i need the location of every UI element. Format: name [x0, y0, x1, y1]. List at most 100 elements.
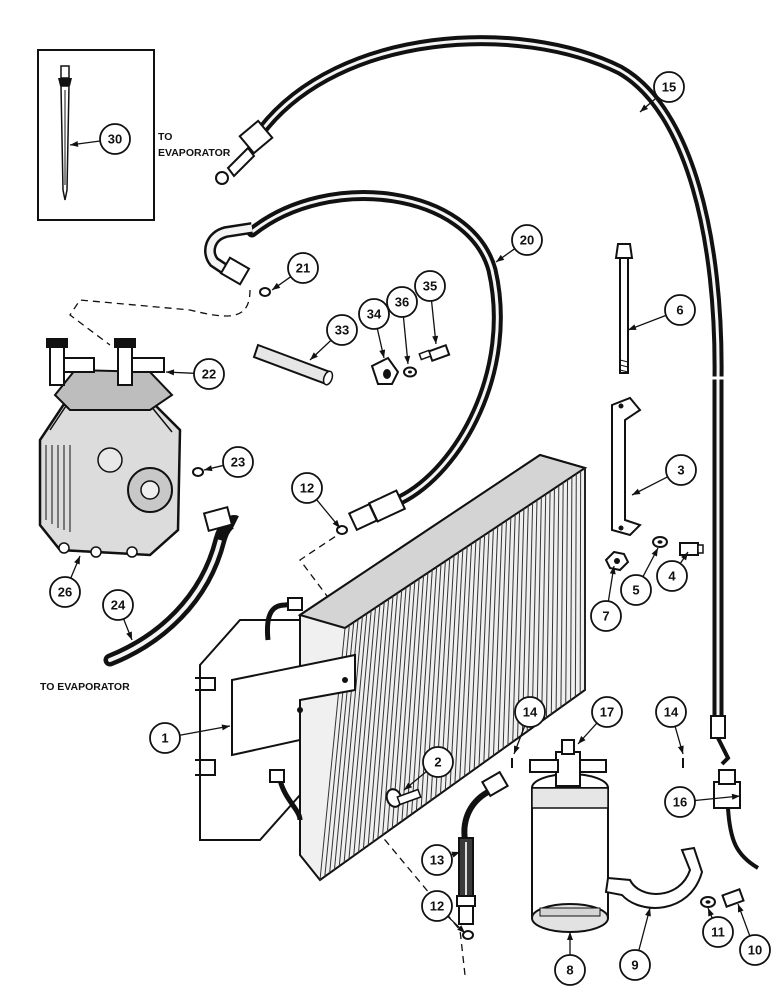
callout-number: 22 — [202, 367, 216, 382]
callout-circle — [664, 786, 696, 818]
callout-5: 5 — [620, 547, 659, 606]
callout-number: 6 — [676, 303, 683, 318]
callout-circle — [287, 252, 319, 284]
callout-number: 26 — [58, 585, 72, 600]
callout-number: 24 — [111, 598, 126, 613]
to-evaporator-top-label: TO EVAPORATOR — [158, 131, 231, 159]
callout-arrowhead — [404, 355, 411, 364]
o-ring-12-lower — [462, 930, 474, 940]
callout-number: 15 — [662, 80, 676, 95]
callout-circle — [656, 560, 688, 592]
bolt-6 — [614, 243, 634, 374]
compressor-valves — [46, 338, 165, 386]
callout-number: 1 — [161, 731, 168, 746]
washer-11 — [700, 896, 716, 908]
callout-circle — [511, 224, 543, 256]
drier-top-fitting — [529, 739, 607, 787]
callout-number: 13 — [430, 853, 444, 868]
callout-circle — [665, 454, 697, 486]
callout-14: 14 — [655, 696, 687, 755]
callout-arrowhead — [496, 254, 505, 262]
callout-arrowhead — [737, 904, 744, 913]
callout-10: 10 — [737, 903, 771, 966]
callout-arrowhead — [457, 925, 465, 933]
callout-circle — [291, 472, 323, 504]
callout-circle — [664, 294, 696, 326]
callout-9: 9 — [619, 907, 651, 981]
bolt-35 — [418, 343, 451, 363]
hose-20-elbow-fitting — [204, 222, 253, 286]
callout-arrowhead — [70, 140, 79, 147]
callout-number: 12 — [300, 481, 314, 496]
callout-number: 33 — [335, 323, 349, 338]
callout-20: 20 — [495, 224, 543, 263]
callout-number: 11 — [711, 925, 725, 940]
callout-circle — [655, 696, 687, 728]
callout-circle — [653, 71, 685, 103]
callout-circle — [422, 746, 454, 778]
callout-21: 21 — [271, 252, 319, 291]
callout-circle — [326, 314, 358, 346]
callout-number: 34 — [367, 307, 382, 322]
callout-arrowhead — [310, 352, 318, 360]
callout-16: 16 — [664, 786, 741, 818]
callout-circle — [358, 298, 390, 330]
callout-30: 30 — [69, 123, 131, 155]
callout-number: 7 — [602, 609, 609, 624]
callout-17: 17 — [577, 696, 623, 745]
callout-arrowhead — [432, 335, 439, 344]
callout-arrowhead — [74, 556, 80, 565]
callout-arrowhead — [221, 724, 230, 731]
callout-number: 5 — [632, 583, 639, 598]
callout-arrowhead — [677, 745, 684, 754]
callout-number: 2 — [434, 755, 441, 770]
callout-35: 35 — [414, 270, 446, 345]
callout-circle — [421, 844, 453, 876]
callout-arrowhead — [332, 519, 340, 528]
callout-number: 36 — [395, 295, 409, 310]
sleeve-33 — [252, 343, 334, 386]
callout-circle — [590, 600, 622, 632]
hose-15-fitting-top — [215, 119, 274, 185]
callout-arrowhead — [651, 548, 658, 557]
callout-number: 4 — [668, 569, 676, 584]
callout-number: 17 — [600, 705, 614, 720]
callout-3: 3 — [631, 454, 697, 496]
callout-number: 12 — [430, 899, 444, 914]
callout-number: 14 — [523, 705, 538, 720]
hose-20 — [204, 190, 503, 532]
fitting-16 — [713, 769, 760, 870]
callout-number: 14 — [664, 705, 679, 720]
callout-circle — [49, 576, 81, 608]
o-ring-23 — [192, 467, 204, 477]
callout-arrowhead — [681, 552, 688, 561]
clamp-9 — [604, 846, 704, 909]
callout-circle — [149, 722, 181, 754]
callout-23: 23 — [203, 446, 254, 478]
callout-leader — [179, 725, 231, 736]
bolt-4 — [679, 542, 704, 556]
callout-number: 20 — [520, 233, 534, 248]
callout-circle — [619, 949, 651, 981]
callout-number: 8 — [566, 963, 573, 978]
bracket-3 — [611, 396, 642, 537]
o-ring-14-marks — [511, 758, 684, 768]
callout-11: 11 — [702, 907, 734, 948]
hose-24 — [103, 505, 239, 667]
hose-13 — [456, 770, 510, 925]
callout-arrowhead — [272, 282, 281, 290]
callout-arrowhead — [451, 851, 460, 858]
callout-number: 35 — [423, 279, 437, 294]
callout-circle — [99, 123, 131, 155]
callout-8: 8 — [554, 932, 586, 986]
svg-text:EVAPORATOR: EVAPORATOR — [158, 147, 231, 159]
callout-arrowhead — [166, 369, 175, 376]
to-evaporator-bottom-label: TO EVAPORATOR — [40, 681, 130, 693]
callout-circle — [514, 696, 546, 728]
callout-arrowhead — [578, 736, 586, 744]
washer-36 — [403, 366, 417, 378]
callout-33: 33 — [309, 314, 358, 361]
callout-arrowhead — [731, 793, 740, 800]
callout-arrowhead — [628, 324, 637, 330]
compressor — [38, 338, 182, 558]
